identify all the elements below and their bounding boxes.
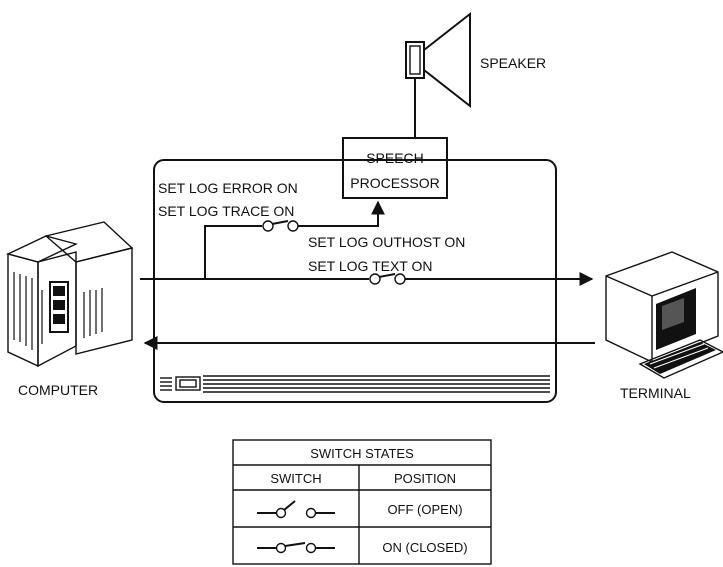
position-closed: ON (CLOSED) — [382, 540, 467, 555]
table-header-switch: SWITCH — [270, 471, 321, 486]
speech-processor-line1: SPEECH — [366, 150, 424, 166]
cmd-log-outhost: SET LOG OUTHOST ON — [308, 234, 465, 250]
speech-processor-line2: PROCESSOR — [350, 175, 439, 191]
position-open: OFF (OPEN) — [387, 502, 462, 517]
closed-switch-symbol — [257, 542, 335, 554]
table-title: SWITCH STATES — [310, 446, 414, 461]
speaker-icon — [405, 11, 471, 138]
enclosure-front-panel — [160, 375, 550, 393]
speaker-label: SPEAKER — [480, 55, 546, 71]
synthesizer-enclosure — [153, 159, 557, 403]
terminal-label: TERMINAL — [620, 385, 691, 401]
computer-label: COMPUTER — [18, 382, 98, 398]
terminal-icon — [605, 251, 723, 379]
cmd-log-error: SET LOG ERROR ON — [158, 180, 298, 196]
computer-icon — [5, 221, 134, 368]
table-header-position: POSITION — [394, 471, 456, 486]
switch-states-table: SWITCH STATES SWITCH POSITION OFF (OPEN)… — [232, 439, 492, 565]
cmd-log-text: SET LOG TEXT ON — [308, 258, 432, 274]
trace-switch-path — [204, 200, 385, 279]
open-switch-symbol — [257, 500, 335, 519]
speech-processor-box: SPEECH PROCESSOR — [342, 137, 448, 199]
cmd-log-trace: SET LOG TRACE ON — [158, 203, 294, 219]
outhost-data-line — [140, 272, 594, 286]
